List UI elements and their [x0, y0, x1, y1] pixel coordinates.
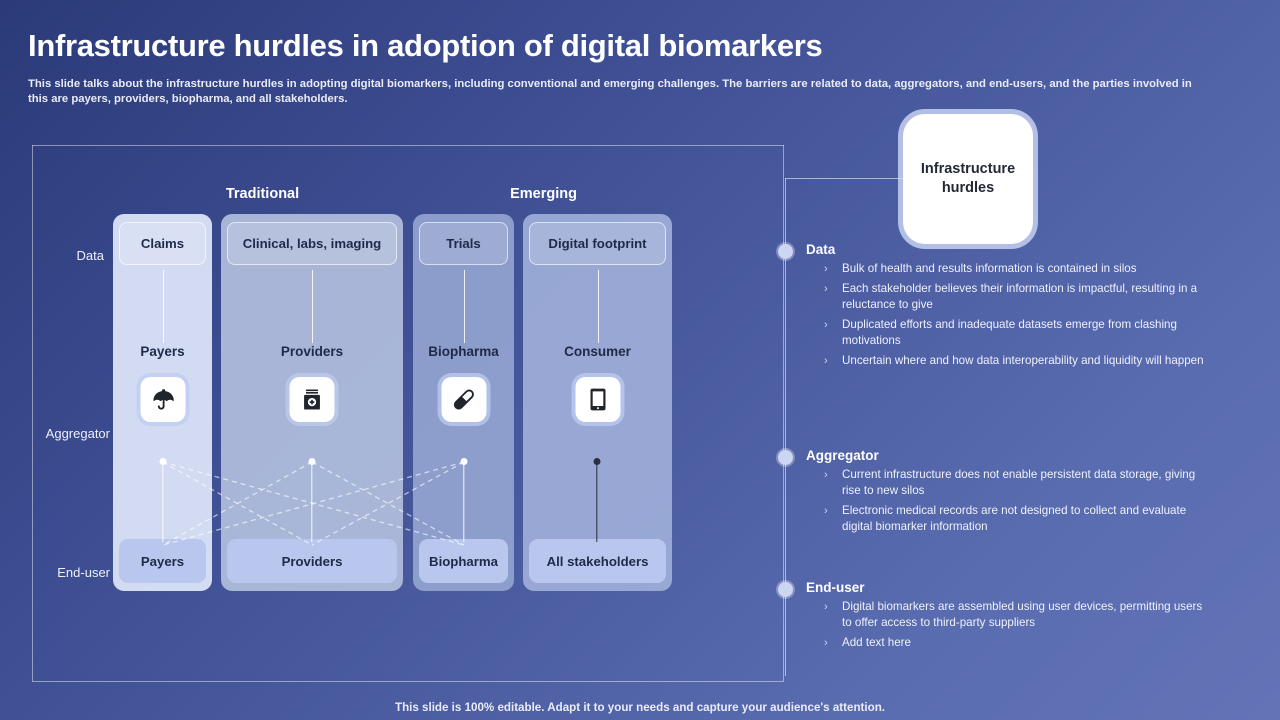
- source-chip-trials[interactable]: Trials: [419, 222, 508, 265]
- enduser-pill-payers[interactable]: Payers: [119, 539, 206, 583]
- row-label-enduser: End-user: [57, 565, 110, 580]
- source-chip-claims[interactable]: Claims: [119, 222, 206, 265]
- column-stem: [162, 270, 164, 343]
- list-item: › Duplicated efforts and inadequate datas…: [806, 317, 1206, 349]
- page-subtitle: This slide talks about the infrastructur…: [28, 78, 1192, 105]
- list-item: › Each stakeholder believes their informa…: [806, 281, 1206, 313]
- row-label-aggregator: Aggregator: [45, 426, 110, 441]
- bullet-text: Current infrastructure does not enable p…: [842, 468, 1196, 497]
- actor-name-biopharma: Biopharma: [428, 344, 499, 359]
- list-item: › Current infrastructure does not enable …: [806, 467, 1206, 499]
- frame-top-right-segment: [46, 145, 784, 146]
- aggregator-node-biopharma: [460, 458, 468, 465]
- enduser-pill-providers[interactable]: Providers: [227, 539, 397, 583]
- chevron-right-icon: ›: [824, 355, 828, 367]
- chevron-right-icon: ›: [824, 283, 828, 295]
- section-aggregator: Aggregator › Current infrastructure does …: [778, 448, 1206, 535]
- list-item: › Electronic medical records are not desi…: [806, 503, 1206, 535]
- bullet-text: Digital biomarkers are assembled using u…: [842, 600, 1203, 629]
- list-item: › Uncertain where and how data interopera…: [806, 353, 1206, 369]
- diagram-column-payers[interactable]: Claims Payers Payers: [113, 214, 212, 591]
- actor-name-payers: Payers: [140, 344, 185, 359]
- chevron-right-icon: ›: [824, 319, 828, 331]
- bullet-text: Electronic medical records are not desig…: [842, 504, 1187, 533]
- section-node-enduser: [778, 582, 793, 597]
- bullet-text: Add text here: [842, 636, 911, 649]
- bullet-text: Duplicated efforts and inadequate datase…: [842, 318, 1177, 347]
- aggregator-node-consumer: [593, 458, 601, 465]
- column-stem: [463, 270, 465, 343]
- enduser-pill-all-stakeholders[interactable]: All stakeholders: [529, 539, 666, 583]
- bullet-list-aggregator: › Current infrastructure does not enable …: [806, 467, 1206, 535]
- aggregator-stem-providers: [311, 462, 313, 542]
- bullet-list-enduser: › Digital biomarkers are assembled using …: [806, 599, 1206, 651]
- enduser-pill-biopharma[interactable]: Biopharma: [419, 539, 508, 583]
- bullet-text: Bulk of health and results information i…: [842, 262, 1137, 275]
- list-item: › Add text here: [806, 635, 1206, 651]
- column-stem: [597, 270, 599, 343]
- tablet-device-icon: [575, 377, 620, 422]
- list-item: › Bulk of health and results information …: [806, 261, 1206, 277]
- umbrella-icon: [140, 377, 185, 422]
- frame-top-left-segment: [32, 145, 46, 146]
- bullet-list-data: › Bulk of health and results information …: [806, 261, 1206, 369]
- chevron-right-icon: ›: [824, 469, 828, 481]
- page-title: Infrastructure hurdles in adoption of di…: [28, 28, 823, 63]
- list-item: › Digital biomarkers are assembled using …: [806, 599, 1206, 631]
- row-label-data: Data: [76, 248, 104, 263]
- aggregator-stem-consumer: [596, 462, 598, 542]
- aggregator-stem-payers: [161, 462, 164, 542]
- aggregator-stem-biopharma: [463, 462, 465, 542]
- footer-note: This slide is 100% editable. Adapt it to…: [394, 701, 886, 714]
- section-node-data: [778, 244, 793, 259]
- bullet-text: Uncertain where and how data interoperab…: [842, 354, 1204, 367]
- section-title-aggregator: Aggregator: [806, 448, 879, 463]
- column-stem: [312, 270, 313, 343]
- source-chip-clinical-labs-imaging[interactable]: Clinical, labs, imaging: [227, 222, 397, 265]
- chevron-right-icon: ›: [824, 637, 828, 649]
- chevron-right-icon: ›: [824, 505, 828, 517]
- section-enduser: End-user › Digital biomarkers are assembl…: [778, 580, 1206, 651]
- group-caption-traditional: Traditional: [225, 186, 300, 202]
- section-title-data: Data: [806, 242, 836, 257]
- aggregator-node-payers: [159, 458, 166, 465]
- actor-name-consumer: Consumer: [564, 344, 631, 359]
- source-chip-digital-footprint[interactable]: Digital footprint: [529, 222, 666, 265]
- infrastructure-hurdles-card: Infrastructure hurdles: [903, 114, 1033, 244]
- aggregator-node-providers: [308, 458, 316, 465]
- medicine-jar-icon: [289, 377, 335, 422]
- chevron-right-icon: ›: [824, 263, 828, 275]
- section-title-enduser: End-user: [806, 580, 865, 595]
- section-node-aggregator: [778, 450, 793, 465]
- pill-capsule-icon: [441, 377, 486, 422]
- hub-connector-vertical: [785, 178, 786, 676]
- chevron-right-icon: ›: [824, 601, 828, 613]
- hub-connector-horizontal: [785, 178, 905, 179]
- group-caption-emerging: Emerging: [510, 186, 577, 202]
- bullet-text: Each stakeholder believes their informat…: [842, 282, 1198, 311]
- actor-name-providers: Providers: [280, 344, 344, 359]
- section-data: Data › Bulk of health and results informa…: [778, 242, 1206, 369]
